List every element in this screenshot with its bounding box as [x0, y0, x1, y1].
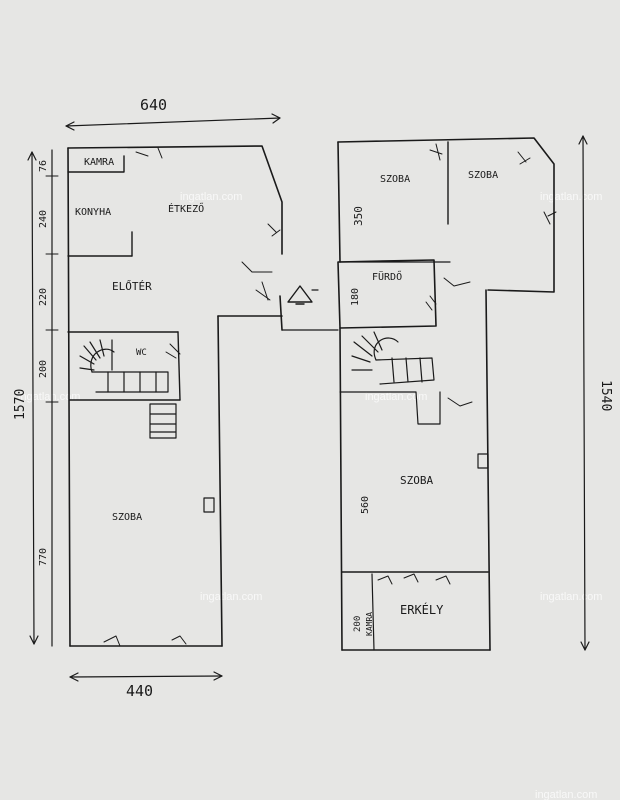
room-label-konyha: KONYHA [75, 207, 111, 218]
dimension-left-chain: 1570 76 240 220 200 770 [13, 149, 59, 647]
room-label-upper-szoba-main: SZOBA [400, 474, 433, 487]
room-label-erkely: ERKÉLY [400, 602, 444, 617]
watermark: ingatlan.com [540, 591, 602, 603]
dim-upper-seg-top-label: 350 [352, 206, 365, 226]
room-label-furdo: FÜRDŐ [372, 269, 402, 283]
dimension-bottom-width: 440 [69, 671, 223, 700]
dimension-top-width: 640 [65, 96, 281, 131]
ground-floor-spiral-stair [79, 339, 177, 439]
watermark: ingatlan.com [535, 789, 597, 800]
ground-floor-walls [67, 145, 339, 647]
watermark: ingatlan.com [540, 191, 602, 203]
room-label-etkezo: ÉTKEZŐ [168, 201, 204, 215]
ground-floor-plan: 640 1570 76 240 220 200 770 440 [13, 96, 339, 700]
room-label-szoba: SZOBA [112, 512, 142, 523]
room-label-upper-kamra: KAMRA [365, 612, 374, 636]
upper-floor-spiral-stair [351, 331, 435, 385]
room-label-eloter: ELŐTÉR [112, 279, 152, 293]
dim-upper-total-height-label: 1540 [598, 380, 613, 411]
watermark: ingatlan.com [365, 391, 427, 403]
dim-top-width-label: 640 [140, 96, 167, 114]
watermark: ingatlan.com [200, 591, 262, 603]
dim-seg-konyha-label: 240 [38, 210, 49, 228]
room-label-upper-szoba-right: SZOBA [468, 170, 498, 181]
watermark: ingatlan.com [180, 191, 242, 203]
room-label-upper-szoba-left: SZOBA [380, 174, 410, 185]
dim-seg-wc-label: 200 [38, 360, 49, 378]
dimension-right-height: 1540 [578, 135, 613, 651]
dim-total-height-label: 1570 [13, 389, 28, 420]
dim-bottom-width-label: 440 [126, 682, 153, 700]
room-label-wc: WC [136, 348, 147, 358]
upper-floor-walls [337, 137, 557, 651]
dim-seg-eloter-label: 220 [38, 288, 49, 306]
watermarks: ingatlan.com ingatlan.com ingatlan.com i… [18, 191, 602, 800]
dim-seg-szoba-label: 770 [38, 548, 49, 566]
room-label-kamra: KAMRA [84, 157, 114, 168]
dim-upper-seg-szoba-label: 560 [360, 496, 371, 514]
dim-upper-seg-kamra-label: 200 [353, 616, 363, 632]
dim-seg-kamra-label: 76 [38, 160, 49, 172]
dim-upper-seg-furdo-label: 180 [350, 288, 361, 306]
upper-floor-plan: 1540 350 180 560 200 SZOBA SZOBA FÜRDŐ S… [337, 135, 613, 651]
